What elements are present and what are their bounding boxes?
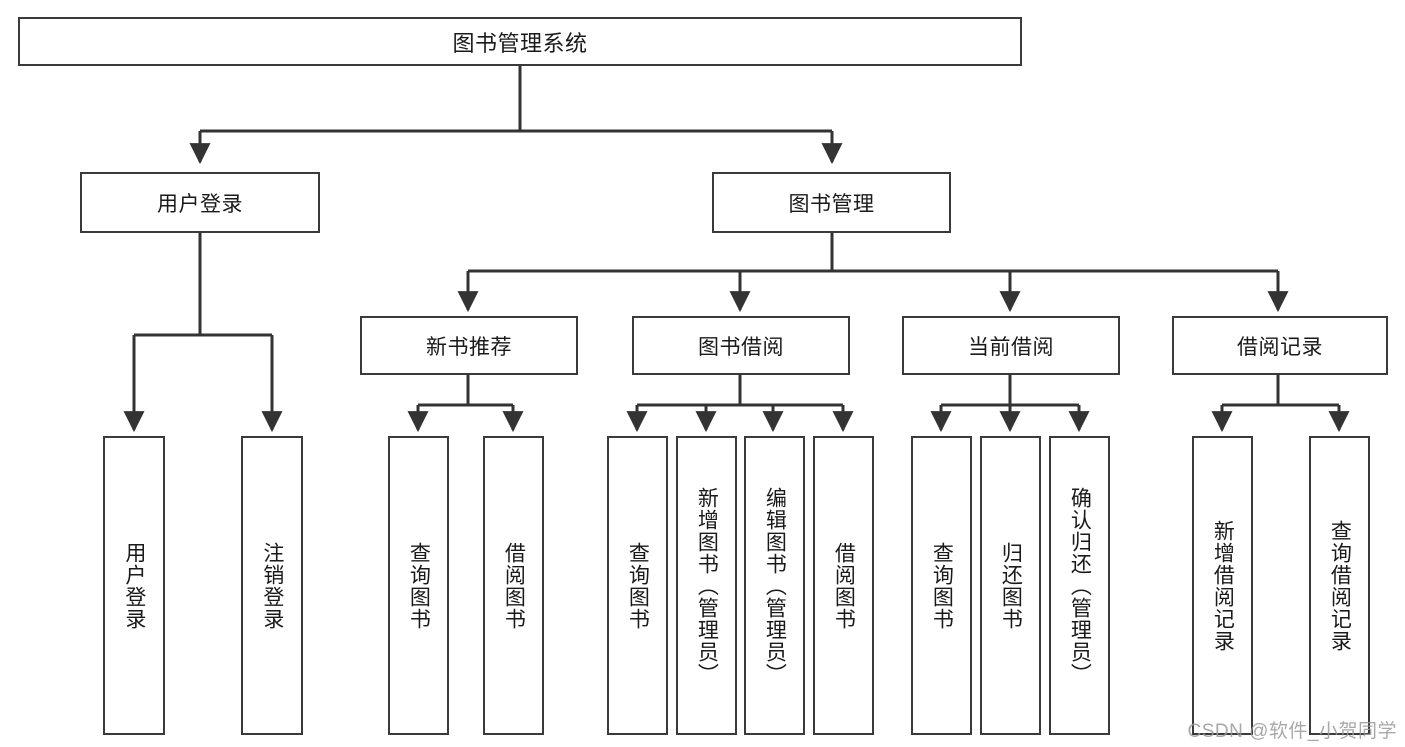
node-label: 借阅图书 [502,541,526,630]
node-label: 查询借阅记录 [1328,519,1352,652]
node-label: 借阅记录 [1237,335,1323,359]
leaf-edit-book-admin[interactable]: 编辑图书（管理员） [744,436,805,735]
node-label: 图书管理 [788,192,875,216]
watermark-text: CSDN @软件_小贺同学 [1187,721,1397,742]
node-label: 当前借阅 [968,335,1054,359]
node-root-book-management-system[interactable]: 图书管理系统 [18,17,1022,66]
leaf-return-books[interactable]: 归还图书 [980,436,1041,735]
leaf-borrow-books[interactable]: 借阅图书 [813,436,874,735]
leaf-confirm-return-admin[interactable]: 确认归还（管理员） [1049,436,1110,735]
node-label: 新增借阅记录 [1211,519,1235,652]
leaf-query-books-recommend[interactable]: 查询图书 [388,436,449,735]
node-label: 借阅图书 [832,541,856,630]
node-label: 确认归还（管理员） [1068,486,1092,685]
node-label: 用户登录 [157,192,243,216]
node-current-borrowing[interactable]: 当前借阅 [902,316,1120,375]
node-book-management[interactable]: 图书管理 [712,172,951,233]
node-book-borrowing[interactable]: 图书借阅 [632,316,850,375]
node-label: 图书管理系统 [452,30,588,56]
node-label: 图书借阅 [698,335,784,359]
node-label: 新增图书（管理员） [695,486,719,685]
node-label: 编辑图书（管理员） [763,486,787,685]
node-label: 查询图书 [407,541,431,630]
node-user-login[interactable]: 用户登录 [80,172,320,233]
leaf-logout[interactable]: 注销登录 [241,436,303,735]
leaf-borrow-books-recommend[interactable]: 借阅图书 [483,436,544,735]
leaf-query-books-borrow[interactable]: 查询图书 [607,436,668,735]
node-new-book-recommendation[interactable]: 新书推荐 [360,316,578,375]
leaf-add-book-admin[interactable]: 新增图书（管理员） [676,436,737,735]
leaf-query-borrow-record[interactable]: 查询借阅记录 [1309,436,1370,735]
leaf-query-books-current[interactable]: 查询图书 [911,436,972,735]
node-label: 归还图书 [999,541,1023,630]
node-borrow-records[interactable]: 借阅记录 [1172,316,1388,375]
node-label: 查询图书 [930,541,954,630]
node-label: 用户登录 [122,541,146,630]
node-label: 注销登录 [260,541,284,630]
node-label: 新书推荐 [426,335,512,359]
node-label: 查询图书 [626,541,650,630]
leaf-user-login[interactable]: 用户登录 [103,436,165,735]
leaf-add-borrow-record[interactable]: 新增借阅记录 [1192,436,1253,735]
